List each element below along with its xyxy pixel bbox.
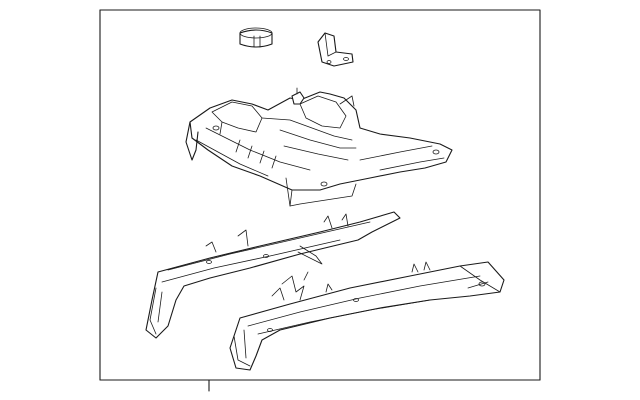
diagram-frame	[99, 9, 541, 392]
seat-cushion-frame	[185, 87, 453, 207]
left-seat-track	[145, 211, 401, 339]
spacer-clip	[239, 27, 273, 48]
right-seat-track	[229, 261, 505, 371]
mounting-bracket	[317, 32, 354, 67]
